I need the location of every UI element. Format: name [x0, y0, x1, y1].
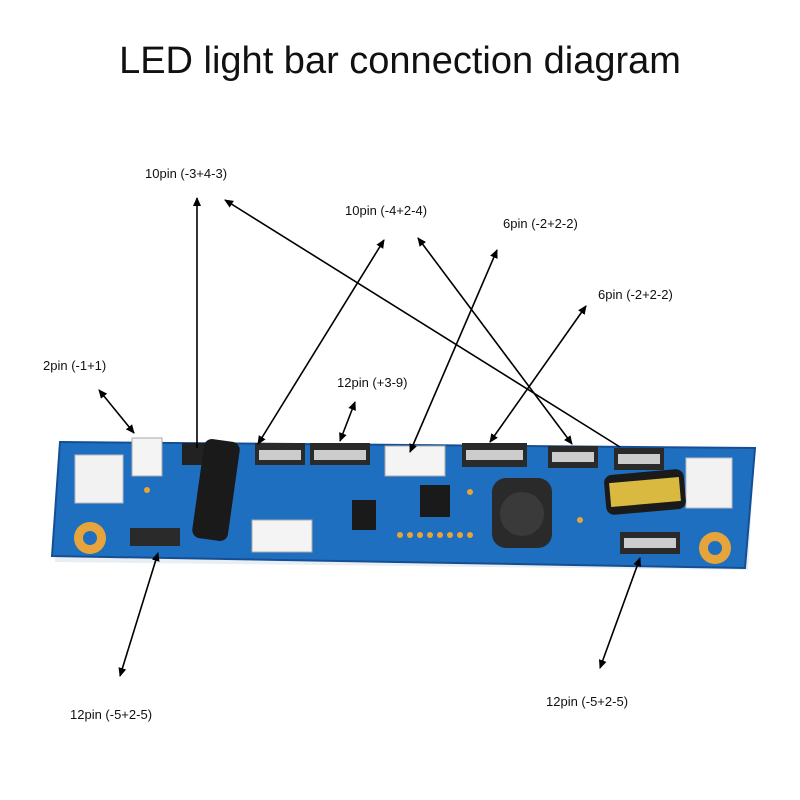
label-10pin-b: 10pin (-4+2-4)	[345, 203, 428, 218]
label-10pin-a: 10pin (-3+4-3)	[145, 166, 228, 181]
arrow-10pin-b-right	[417, 237, 573, 445]
label-6pin-b: 6pin (-2+2-2)	[598, 287, 673, 302]
arrow-6pin-a	[409, 249, 498, 453]
label-12pin-left: 12pin (-5+2-5)	[70, 707, 153, 722]
arrow-12pin-left	[118, 552, 160, 677]
label-12pin-right: 12pin (-5+2-5)	[546, 694, 629, 709]
arrow-2pin	[98, 389, 135, 434]
arrow-10pin-a-long	[224, 199, 621, 448]
arrow-10pin-b-left	[257, 239, 385, 445]
diagram-title: LED light bar connection diagram	[119, 40, 681, 82]
label-12pin-mid: 12pin (+3-9)	[337, 375, 408, 390]
arrow-12pin-mid	[339, 401, 356, 442]
arrow-6pin-b	[489, 305, 587, 443]
arrow-12pin-right	[598, 557, 642, 669]
label-2pin: 2pin (-1+1)	[43, 358, 107, 373]
led-driver-board	[50, 437, 757, 570]
label-6pin-a: 6pin (-2+2-2)	[503, 216, 578, 231]
